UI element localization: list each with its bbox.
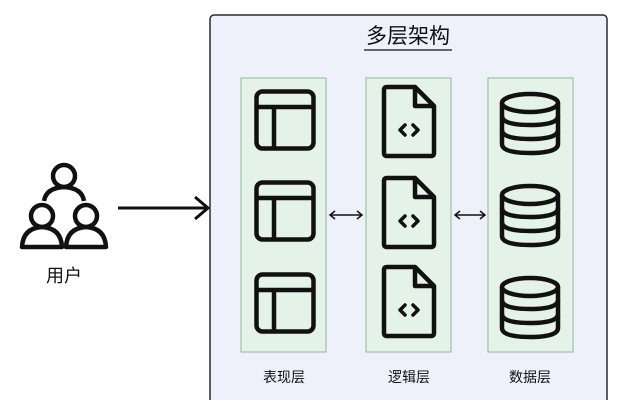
bidirectional-arrow-presentation-logic (328, 210, 364, 220)
diagram-title: 多层架构 (366, 24, 450, 48)
bidirectional-arrow-logic-data (453, 210, 487, 220)
user-group-icon (19, 162, 109, 250)
user-label: 用户 (46, 266, 82, 287)
request-arrow (118, 195, 210, 221)
presentation-layer-label: 表现层 (263, 370, 305, 386)
presentation-layer (240, 77, 327, 353)
data-layer-label: 数据层 (509, 370, 551, 386)
logic-layer-label: 逻辑层 (388, 370, 430, 386)
logic-layer (365, 77, 452, 353)
data-layer (487, 77, 574, 353)
